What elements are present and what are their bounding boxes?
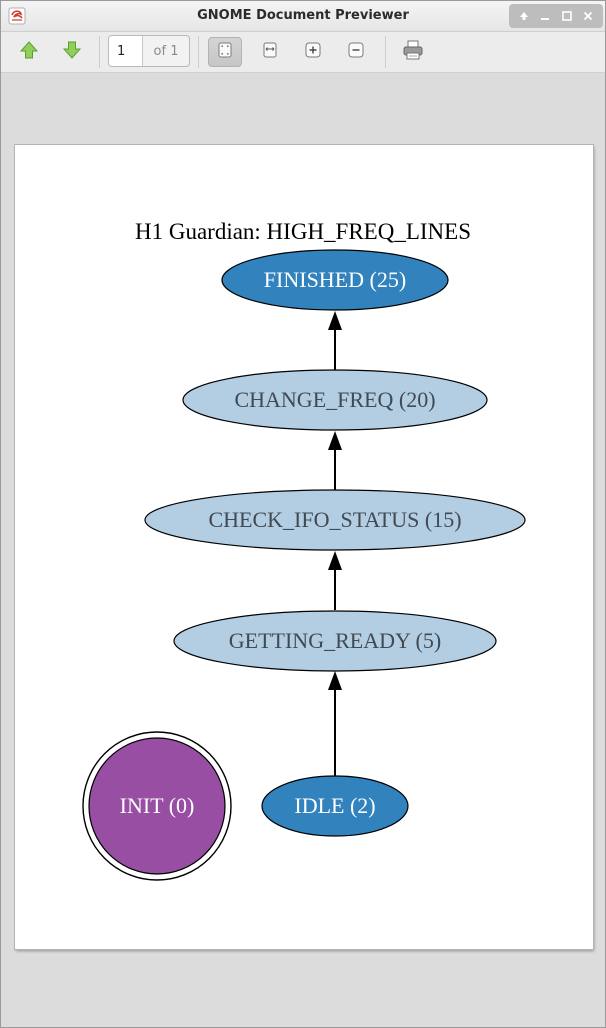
- node-finished: FINISHED (25): [221, 249, 449, 311]
- previous-page-button[interactable]: [12, 37, 46, 67]
- graph-title: H1 Guardian: HIGH_FREQ_LINES: [135, 219, 471, 244]
- page-count-label: of 1: [153, 43, 179, 59]
- node-label-change-freq: CHANGE_FREQ (20): [234, 387, 435, 412]
- print-button[interactable]: [396, 37, 430, 67]
- toolbar-separator: [385, 36, 386, 68]
- node-label-idle: IDLE (2): [294, 793, 375, 818]
- next-page-button[interactable]: [55, 37, 89, 67]
- window-controls: [509, 4, 603, 28]
- toolbar-separator: [99, 36, 100, 68]
- arrow-down-icon: [61, 39, 83, 65]
- toolbar-separator: [198, 36, 199, 68]
- move-up-icon[interactable]: [516, 8, 532, 24]
- fit-width-button[interactable]: [253, 37, 287, 67]
- document-page: H1 Guardian: HIGH_FREQ_LINES FINISHED (2…: [15, 145, 593, 949]
- arrowhead-icon: [328, 551, 342, 570]
- arrowhead-icon: [328, 431, 342, 450]
- node-change-freq: CHANGE_FREQ (20): [182, 369, 488, 431]
- arrowhead-icon: [328, 671, 342, 690]
- close-icon[interactable]: [580, 8, 596, 24]
- fit-page-button[interactable]: [208, 37, 242, 67]
- zoom-out-icon: [347, 41, 365, 63]
- document-viewer-app-icon: [7, 6, 27, 26]
- zoom-in-button[interactable]: [296, 37, 330, 67]
- fit-width-icon: [261, 41, 279, 63]
- toolbar: of 1: [1, 32, 605, 73]
- node-init: INIT (0): [82, 731, 232, 881]
- page-number-input[interactable]: [109, 36, 143, 66]
- node-label-init: INIT (0): [120, 793, 195, 818]
- node-idle: IDLE (2): [261, 775, 409, 837]
- node-label-check-ifo-status: CHECK_IFO_STATUS (15): [208, 507, 461, 532]
- title-bar[interactable]: GNOME Document Previewer: [1, 1, 605, 32]
- node-label-getting-ready: GETTING_READY (5): [229, 628, 441, 653]
- window-title: GNOME Document Previewer: [197, 8, 409, 23]
- arrow-up-icon: [18, 39, 40, 65]
- page-navigation: of 1: [108, 35, 190, 67]
- arrowhead-icon: [328, 311, 342, 330]
- state-graph: H1 Guardian: HIGH_FREQ_LINES FINISHED (2…: [82, 219, 526, 881]
- zoom-in-icon: [304, 41, 322, 63]
- printer-icon: [402, 39, 424, 65]
- maximize-icon[interactable]: [559, 8, 575, 24]
- node-check-ifo-status: CHECK_IFO_STATUS (15): [144, 489, 526, 551]
- minimize-icon[interactable]: [537, 8, 553, 24]
- node-label-finished: FINISHED (25): [264, 267, 406, 292]
- fit-page-icon: [216, 41, 234, 63]
- document-viewport[interactable]: H1 Guardian: HIGH_FREQ_LINES FINISHED (2…: [1, 73, 605, 1027]
- node-getting-ready: GETTING_READY (5): [173, 610, 497, 672]
- zoom-out-button[interactable]: [339, 37, 373, 67]
